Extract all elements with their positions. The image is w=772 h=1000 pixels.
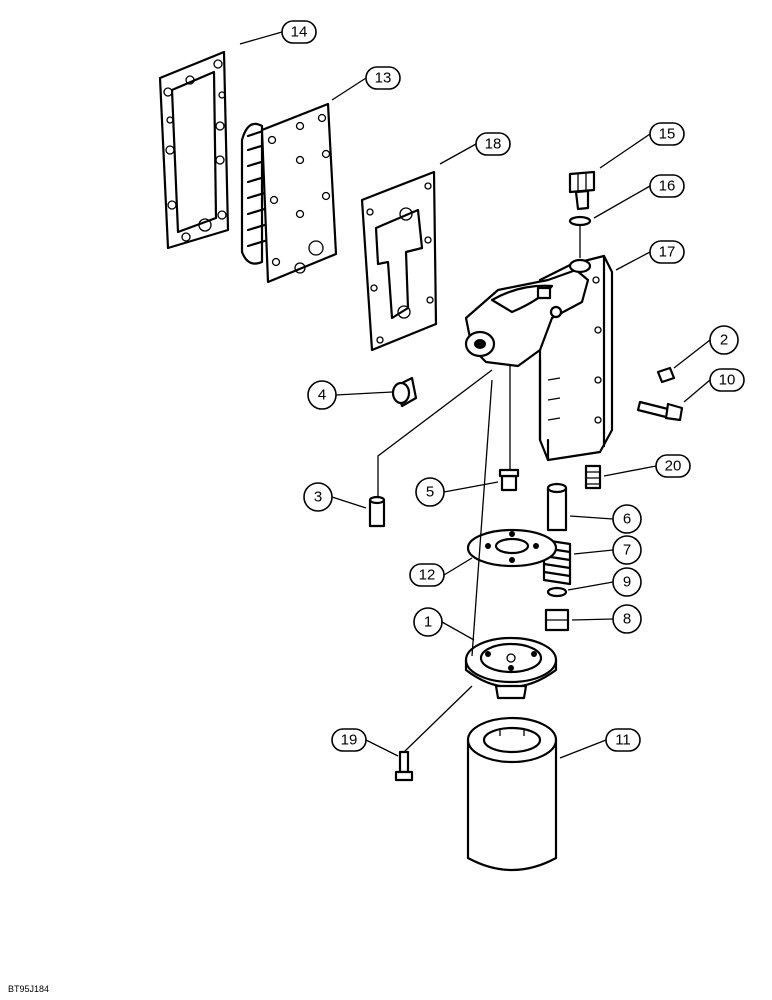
svg-text:12: 12 [419, 567, 436, 584]
svg-text:19: 19 [341, 732, 358, 749]
callout-13: 13 [331, 66, 401, 101]
part-gasket-14 [158, 50, 230, 250]
svg-text:8: 8 [623, 611, 631, 628]
part-bolt-10 [636, 400, 684, 422]
part-fitting-20 [584, 464, 602, 490]
part-filter-11 [466, 716, 558, 872]
svg-text:6: 6 [623, 511, 631, 528]
callout-17: 17 [615, 240, 685, 271]
callout-2: 2 [673, 325, 739, 369]
callout-15: 15 [599, 122, 685, 169]
svg-text:14: 14 [291, 24, 308, 41]
part-oring-16 [568, 215, 592, 258]
svg-text:13: 13 [375, 70, 392, 87]
callout-14: 14 [239, 20, 317, 45]
part-filter-head-17 [464, 254, 614, 462]
callout-3: 3 [303, 482, 367, 512]
part-valve-5 [498, 468, 520, 492]
callout-6: 6 [569, 504, 642, 534]
part-plug-2 [656, 366, 676, 384]
part-plate-12 [466, 528, 558, 568]
callout-1: 1 [413, 607, 475, 641]
callout-20: 20 [603, 454, 691, 478]
part-adapter-1 [464, 636, 558, 700]
svg-text:10: 10 [719, 372, 736, 389]
callout-18: 18 [439, 132, 511, 165]
callout-4: 4 [307, 380, 393, 410]
svg-text:20: 20 [665, 458, 682, 475]
callout-12: 12 [409, 557, 473, 587]
callout-5: 5 [415, 477, 499, 507]
assembly-lines [377, 366, 511, 753]
part-plug-8 [544, 608, 570, 632]
part-gasket-18 [360, 170, 438, 352]
svg-text:9: 9 [623, 574, 631, 591]
svg-text:15: 15 [659, 126, 676, 143]
part-piston-6 [546, 482, 568, 532]
svg-text:7: 7 [623, 542, 631, 559]
callouts: 14 13 18 15 16 17 [239, 20, 745, 759]
callout-16: 16 [593, 174, 685, 219]
svg-text:5: 5 [426, 484, 434, 501]
callout-7: 7 [573, 535, 642, 565]
svg-text:16: 16 [659, 178, 676, 195]
svg-text:18: 18 [485, 136, 502, 153]
part-plug-15 [568, 170, 596, 211]
svg-text:2: 2 [720, 332, 728, 349]
part-oil-cooler-13 [240, 102, 338, 284]
part-bolt-19 [394, 750, 414, 782]
part-dowel-3 [368, 495, 386, 528]
part-oring-9 [546, 586, 568, 598]
part-plug-4 [391, 376, 418, 408]
callout-8: 8 [571, 604, 642, 634]
callout-19: 19 [331, 728, 399, 757]
callout-11: 11 [559, 728, 641, 759]
svg-text:11: 11 [615, 732, 631, 749]
svg-text:4: 4 [318, 387, 326, 404]
figure-code: BT95J184 [8, 984, 49, 994]
callout-9: 9 [567, 567, 642, 597]
svg-text:17: 17 [659, 244, 676, 261]
svg-text:1: 1 [424, 614, 432, 631]
callout-10: 10 [683, 368, 745, 403]
svg-text:3: 3 [314, 489, 322, 506]
